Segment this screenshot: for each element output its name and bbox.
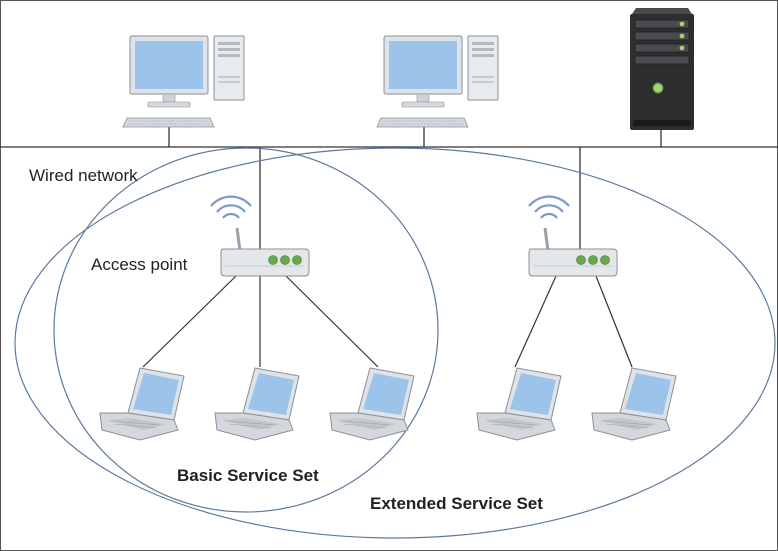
desktop-computer-icon <box>122 35 245 128</box>
wireless-link <box>285 275 379 368</box>
laptop-icon <box>214 367 300 441</box>
basic-service-set-boundary <box>53 147 439 513</box>
extended-service-set-boundary <box>14 147 776 539</box>
laptop-icon <box>329 367 415 441</box>
wireless-link <box>142 275 237 368</box>
wifi-signal-icon <box>209 195 253 220</box>
access-point-label: Access point <box>91 255 188 274</box>
laptop-icon <box>476 367 562 441</box>
wired-network-label: Wired network <box>29 166 138 185</box>
basic-service-set-label: Basic Service Set <box>177 466 319 485</box>
access-point-icon <box>219 226 311 278</box>
wireless-link <box>595 275 633 368</box>
laptop-icon <box>99 367 185 441</box>
laptop-icon <box>591 367 677 441</box>
desktop-computer-icon <box>376 35 499 128</box>
server-icon <box>630 8 694 130</box>
extended-service-set-label: Extended Service Set <box>370 494 543 513</box>
wireless-link <box>514 275 557 368</box>
wifi-signal-icon <box>527 195 571 220</box>
access-point-icon <box>527 226 619 278</box>
